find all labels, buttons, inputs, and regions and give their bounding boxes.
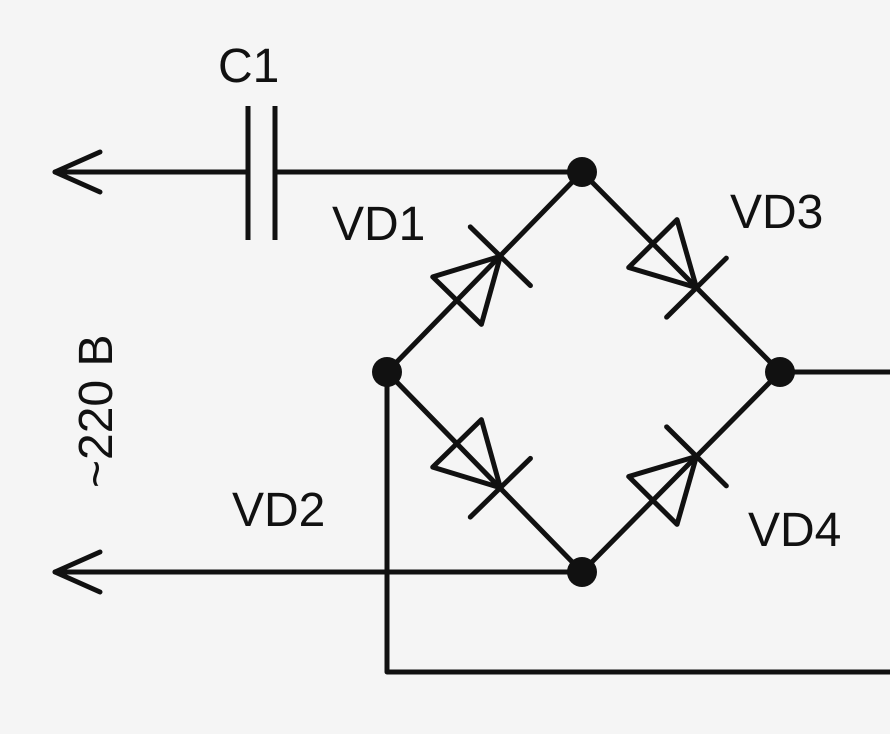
output-wires [384, 369, 890, 675]
diode-vd1 [430, 224, 533, 327]
label-vd2: VD2 [232, 484, 325, 537]
input-wire-top [52, 149, 585, 195]
junction-node-left [372, 357, 402, 387]
arrow-left-icon [52, 549, 103, 595]
label-vd4: VD4 [748, 504, 841, 557]
label-vd3: VD3 [730, 186, 823, 239]
diode-vd3 [626, 217, 729, 320]
junction-node-bottom [567, 557, 597, 587]
arrow-left-icon [52, 149, 103, 195]
label-c1: C1 [218, 40, 279, 93]
junction-node-right [765, 357, 795, 387]
label-vd1: VD1 [332, 198, 425, 251]
bridge-edges [384, 169, 783, 575]
label-voltage: ~220 В [70, 335, 123, 488]
diode-vd2 [430, 417, 533, 520]
capacitor-c1 [245, 106, 278, 240]
junction-node-top [567, 157, 597, 187]
input-wire-bottom [52, 549, 585, 595]
diode-vd4 [626, 424, 729, 527]
